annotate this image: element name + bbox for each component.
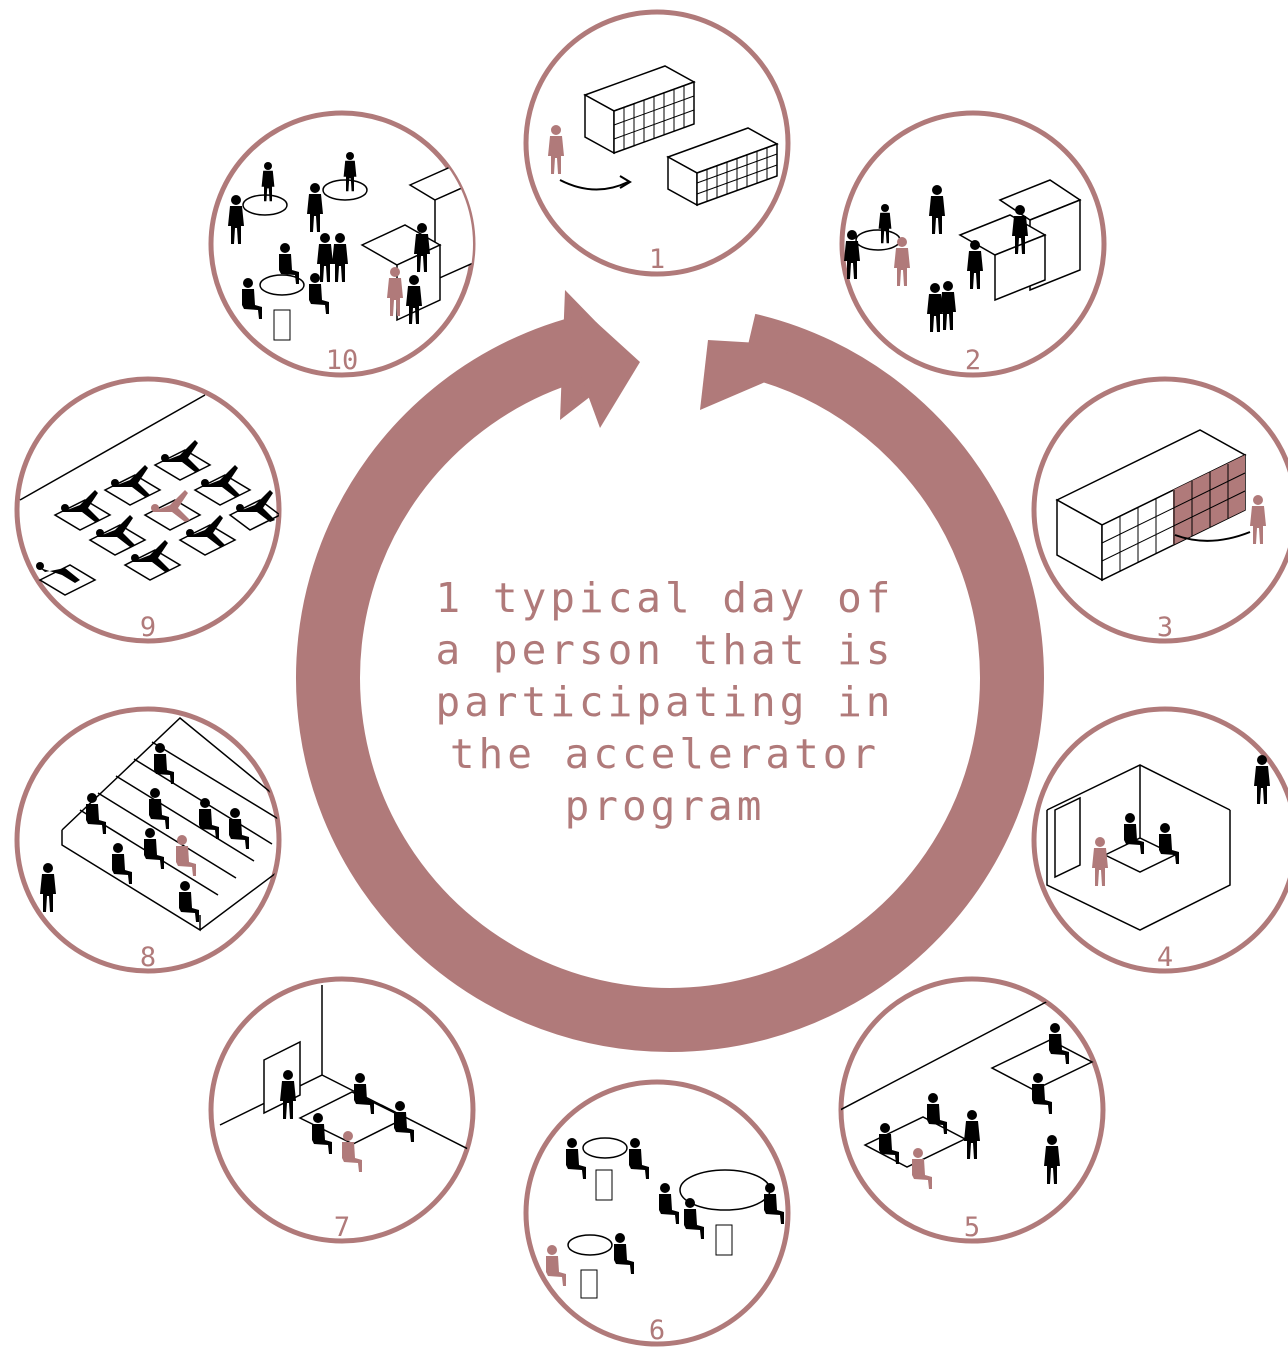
caption-line: a person that is bbox=[435, 626, 895, 674]
center-caption: 1 typical day of a person that is partic… bbox=[430, 572, 900, 832]
cycle-arrow-icon bbox=[296, 290, 1044, 1052]
step-5[interactable]: 5 bbox=[838, 976, 1106, 1244]
step-10[interactable]: 10 bbox=[208, 110, 480, 378]
step-number: 5 bbox=[964, 1212, 980, 1243]
step-number: 1 bbox=[649, 244, 665, 275]
round-table-icon bbox=[546, 1137, 784, 1299]
step-1[interactable]: 1 bbox=[523, 9, 791, 277]
caption-line: 1 typical day of bbox=[435, 574, 895, 622]
caption-line: program bbox=[564, 782, 766, 830]
step-number: 9 bbox=[140, 612, 156, 643]
step-number: 10 bbox=[326, 345, 359, 376]
step-7[interactable]: 7 bbox=[208, 976, 476, 1244]
locker-icon bbox=[548, 65, 779, 207]
caption-line: participating in bbox=[435, 678, 895, 726]
step-number: 2 bbox=[965, 345, 981, 376]
step-number: 7 bbox=[334, 1212, 350, 1243]
step-number: 6 bbox=[649, 1315, 665, 1346]
step-8[interactable]: 8 bbox=[14, 706, 282, 974]
desk-icon bbox=[841, 999, 1094, 1189]
step-2[interactable]: 2 bbox=[839, 110, 1107, 378]
caption-line: the accelerator bbox=[449, 730, 881, 778]
step-9[interactable]: 9 bbox=[14, 376, 282, 644]
step-number: 8 bbox=[140, 942, 156, 973]
step-4[interactable]: 4 bbox=[1031, 706, 1288, 974]
step-number: 3 bbox=[1157, 612, 1173, 643]
step-3[interactable]: 3 bbox=[1031, 376, 1288, 644]
step-6[interactable]: 6 bbox=[523, 1079, 791, 1347]
step-number: 4 bbox=[1157, 942, 1173, 973]
